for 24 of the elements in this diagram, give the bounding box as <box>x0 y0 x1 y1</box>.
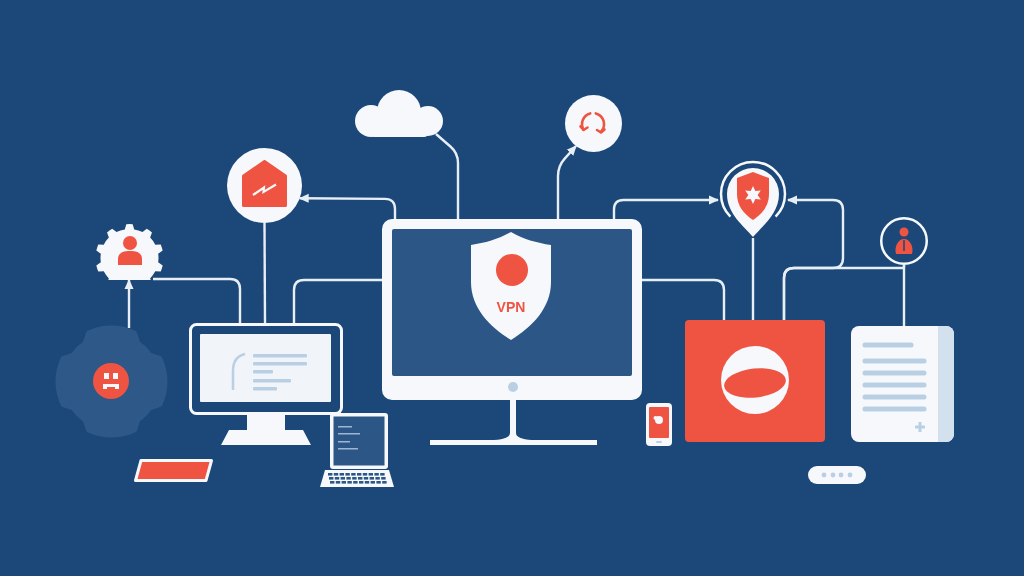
arrow <box>556 145 577 219</box>
arrow <box>612 195 719 219</box>
desktop-computer <box>189 323 343 447</box>
arrow <box>124 279 134 328</box>
connector-line <box>902 265 906 326</box>
cloud-icon <box>354 90 444 137</box>
gear-badge <box>55 323 168 440</box>
vpn-label: VPN <box>496 300 526 314</box>
shield <box>470 232 552 340</box>
refresh-badge <box>565 95 622 152</box>
gear-badge <box>93 223 166 280</box>
connector-line <box>263 223 267 323</box>
connector-line <box>153 277 242 323</box>
shield-pin <box>718 160 788 238</box>
ring-tile <box>685 320 825 442</box>
connector-line <box>751 238 755 320</box>
arrow <box>298 193 397 219</box>
connector-line <box>435 133 460 219</box>
user-badge <box>880 217 928 265</box>
document-icon <box>851 326 954 442</box>
house-badge <box>227 148 302 223</box>
connector-line <box>642 278 726 320</box>
connector-line <box>292 278 382 323</box>
connector-line <box>782 264 906 320</box>
